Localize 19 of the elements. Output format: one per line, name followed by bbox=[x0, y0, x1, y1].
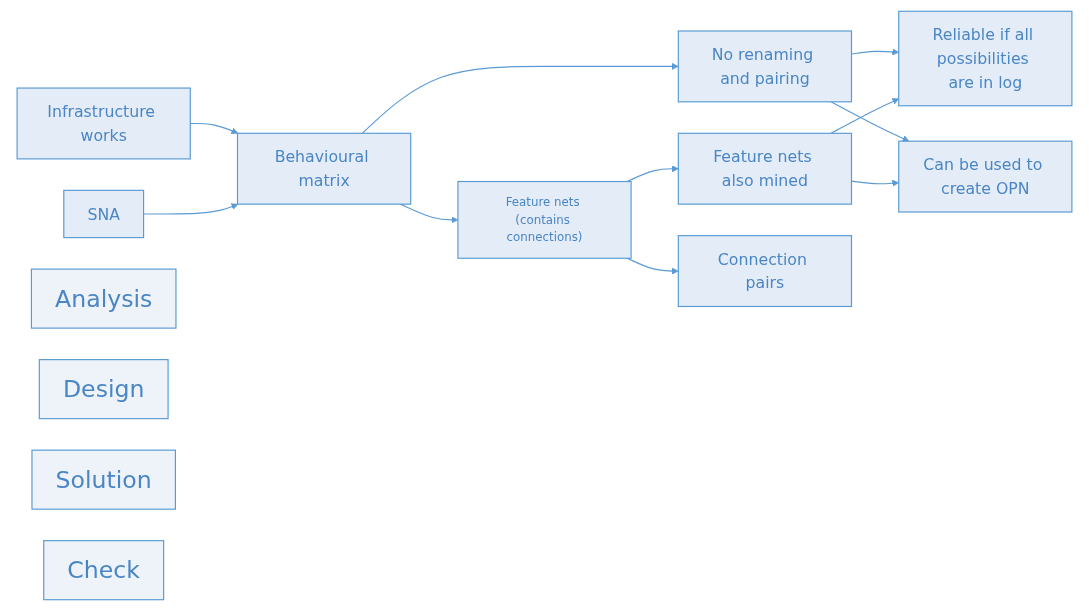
arrow bbox=[626, 165, 679, 183]
node-box: Reliable if all possibilities are in log bbox=[898, 10, 1073, 107]
arrow bbox=[830, 98, 900, 134]
arrow bbox=[143, 203, 239, 215]
arrow bbox=[830, 101, 910, 142]
node-box: Design bbox=[38, 359, 169, 420]
arrow bbox=[361, 62, 679, 134]
node-box: Feature nets also mined bbox=[677, 132, 853, 205]
node-box: Feature nets (contains connections) bbox=[457, 180, 632, 259]
node-box: Behavioural matrix bbox=[236, 132, 412, 205]
node-box: Can be used to create OPN bbox=[898, 140, 1073, 213]
node-box: Connection pairs bbox=[677, 235, 853, 308]
node-box: Solution bbox=[31, 449, 176, 510]
node-box: Check bbox=[43, 540, 165, 601]
node-box: Infrastructure works bbox=[16, 87, 191, 160]
node-box: Analysis bbox=[30, 268, 177, 329]
arrow bbox=[626, 257, 679, 275]
node-box: SNA bbox=[63, 189, 145, 239]
node-box: No renaming and pairing bbox=[677, 30, 853, 103]
